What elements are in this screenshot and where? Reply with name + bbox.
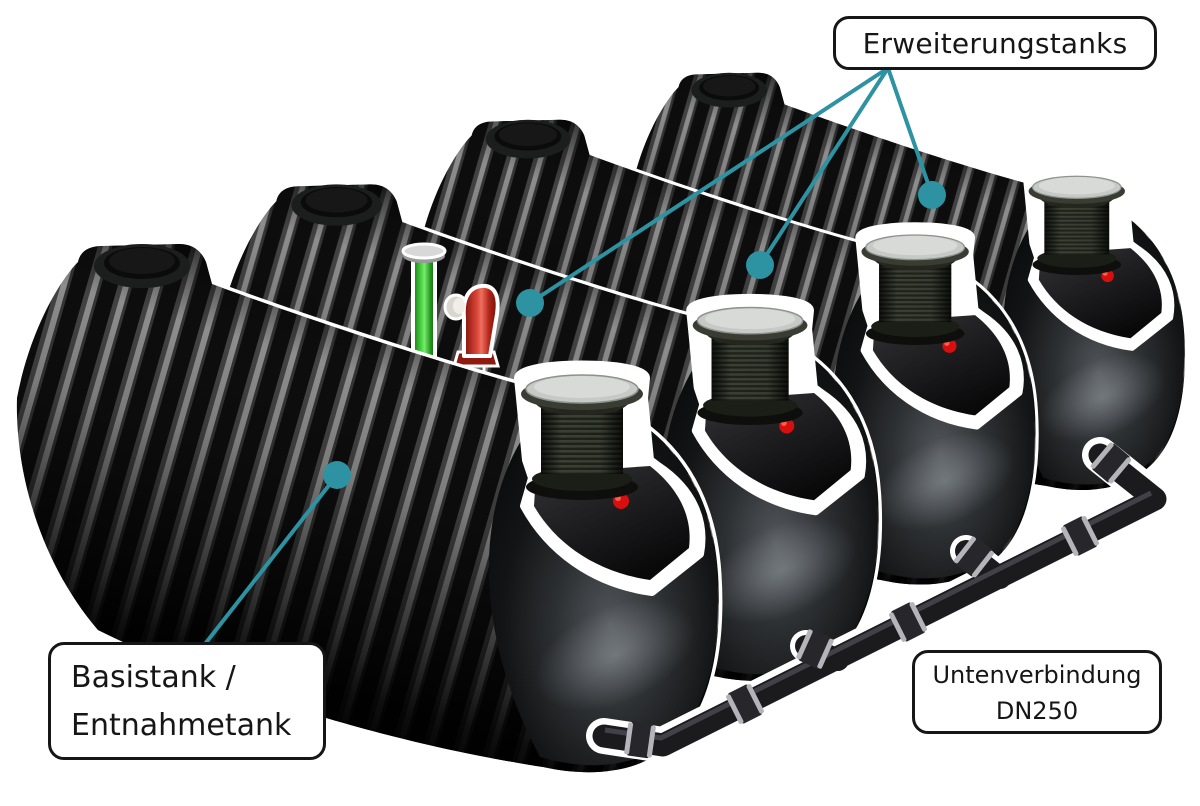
- callout-dot: [323, 461, 351, 489]
- label-basistank: Basistank / Entnahmetank: [48, 642, 326, 760]
- callout-line: [528, 66, 890, 305]
- callout-dot: [516, 289, 544, 317]
- pipe-highlight: [604, 490, 1153, 741]
- label-untenverbindung: Untenverbindung DN250: [912, 650, 1162, 734]
- label-basistank-line1: Basistank /: [71, 660, 236, 695]
- callout-dot: [918, 181, 946, 209]
- label-untenverbindung-line2: DN250: [995, 697, 1079, 725]
- label-erweiterungstanks-text: Erweiterungstanks: [862, 26, 1128, 60]
- callout-line: [886, 67, 934, 196]
- label-basistank-line2: Entnahmetank: [71, 708, 292, 743]
- callouts: [203, 66, 934, 646]
- valve-red-body: [461, 283, 500, 358]
- callout-dots: [323, 181, 946, 489]
- pipe-coupling: [623, 721, 657, 759]
- vent-pipe-cap: [401, 242, 447, 260]
- callout-dot: [746, 251, 774, 279]
- bottom-connection-pipe: [586, 437, 1173, 763]
- callout-line: [758, 66, 890, 267]
- valve-spout-face: [453, 298, 465, 314]
- callout-line: [203, 473, 339, 646]
- label-erweiterungstanks: Erweiterungstanks: [833, 16, 1157, 70]
- label-untenverbindung-line1: Untenverbindung: [932, 661, 1142, 689]
